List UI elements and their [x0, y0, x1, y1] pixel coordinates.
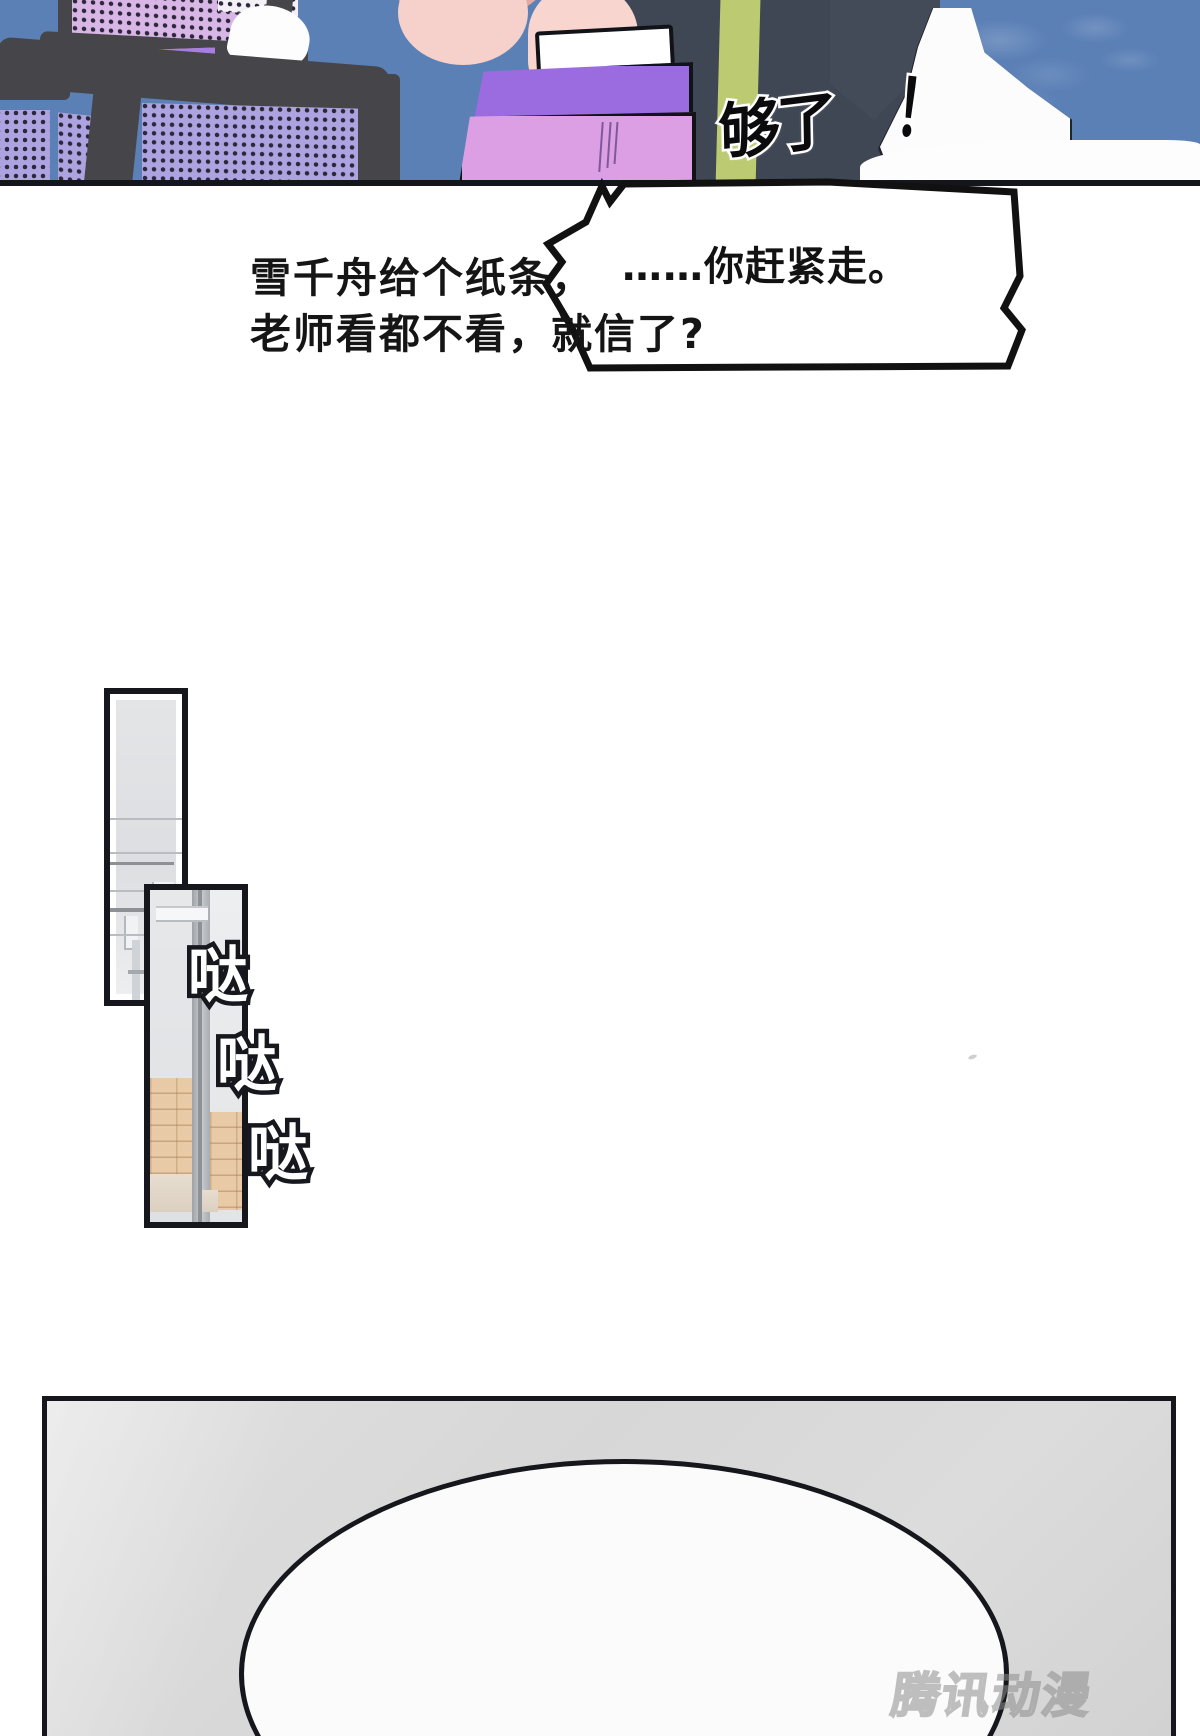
narration-text: 雪千舟给个纸条， 老师看都不看，就信了? [250, 250, 950, 362]
chair-frame-far-right [358, 74, 400, 186]
chair-seat-mesh-left [0, 110, 50, 186]
bubble-shape [541, 178, 1027, 372]
brick-wall-left [150, 1078, 192, 1174]
shoe-sole [860, 140, 1200, 186]
sfx-footstep-2: 哒 [213, 1030, 282, 1100]
ceiling-line-strong [110, 908, 148, 912]
watermark: 腾讯动漫 [887, 1667, 1097, 1725]
ceiling-line [110, 818, 182, 820]
narration-line-1: 雪千舟给个纸条， [250, 254, 594, 302]
sfx-enough-text: 够了 [715, 80, 836, 173]
floor-left [150, 1174, 192, 1212]
door-header [156, 906, 208, 922]
top-comic-panel: 够了 ！ [0, 0, 1200, 186]
stray-speck [967, 1053, 978, 1061]
chair-leg [82, 87, 142, 186]
sfx-exclamation-mark: ！ [888, 61, 958, 161]
door-handle [128, 970, 144, 974]
narration-line-2: 老师看都不看，就信了? [250, 310, 706, 358]
chair-seat-mesh-right [142, 102, 374, 186]
office-chair [0, 0, 400, 186]
sfx-footstep-3: 哒 [244, 1119, 313, 1189]
skirt-lower-band [458, 112, 696, 186]
ceiling-line [110, 852, 182, 854]
door-jamb [198, 890, 202, 1222]
speech-bubble: ……你赶紧走。 [528, 178, 1040, 378]
panel-doorway [144, 884, 248, 1228]
sfx-footstep-1: 哒 [184, 941, 253, 1011]
bottom-narration-panel [42, 1396, 1176, 1736]
brick-wall-right [210, 1112, 242, 1210]
ceiling-line-strong [110, 862, 174, 865]
floor-gap [202, 1190, 218, 1212]
bubble-text: ……你赶紧走。 [622, 244, 909, 290]
ceiling-line [110, 934, 144, 936]
